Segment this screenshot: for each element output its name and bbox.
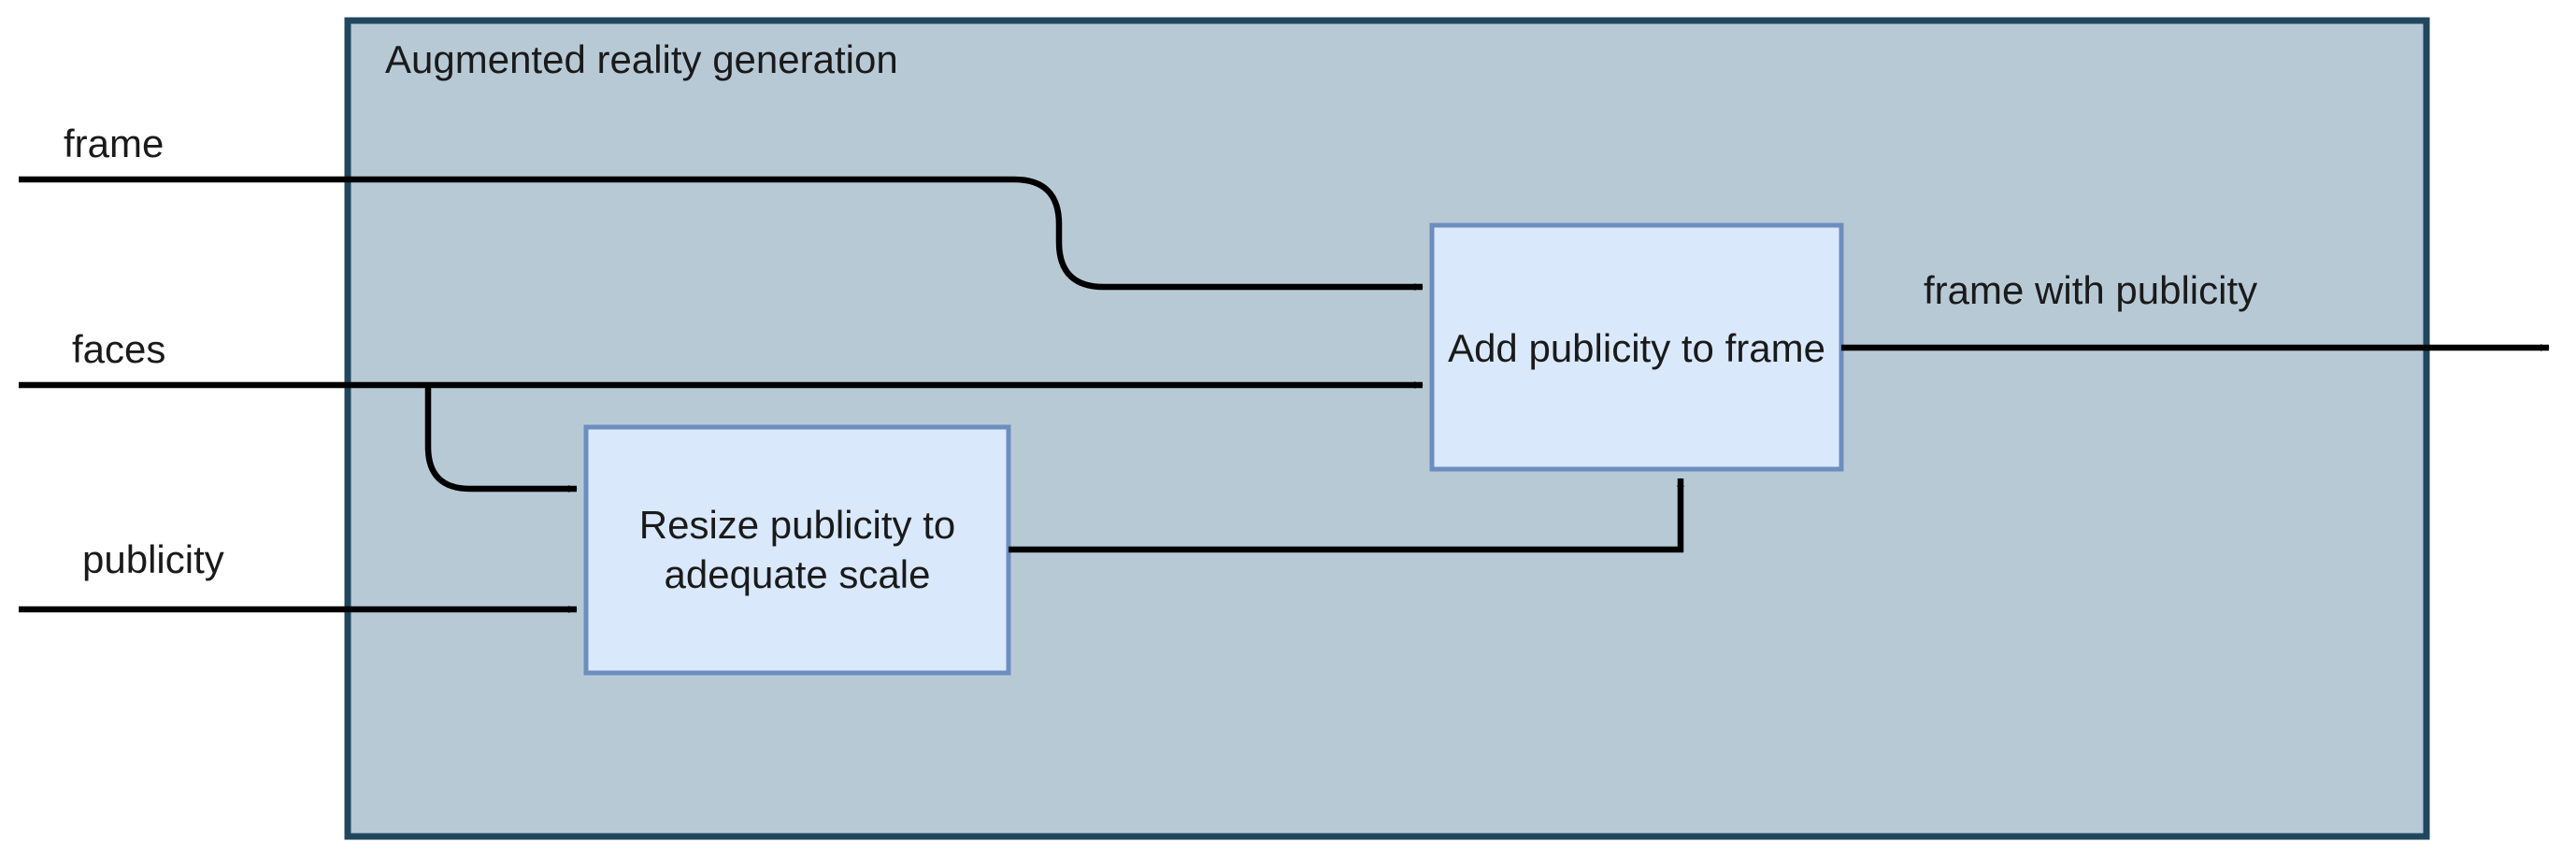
edge-resize-publicity-to-add-publicity bbox=[1009, 478, 1684, 553]
input-label-publicity: publicity bbox=[82, 537, 224, 581]
process-node-resize-publicity-label-line2: adequate scale bbox=[665, 552, 931, 596]
input-label-faces: faces bbox=[72, 327, 165, 371]
process-node-resize-publicity[interactable] bbox=[583, 424, 1011, 676]
container-title: Augmented reality generation bbox=[385, 37, 898, 81]
edge-frame-to-add-publicity bbox=[19, 176, 1424, 291]
output-label-frame-with-publicity: frame with publicity bbox=[1924, 268, 2257, 312]
input-label-frame: frame bbox=[64, 121, 164, 165]
edge-faces-to-resize-publicity bbox=[424, 385, 578, 493]
process-node-add-publicity[interactable] bbox=[1429, 222, 1844, 472]
process-node-resize-publicity-label-line1: Resize publicity to bbox=[639, 503, 955, 547]
process-node-add-publicity-label: Add publicity to frame bbox=[1448, 326, 1825, 370]
